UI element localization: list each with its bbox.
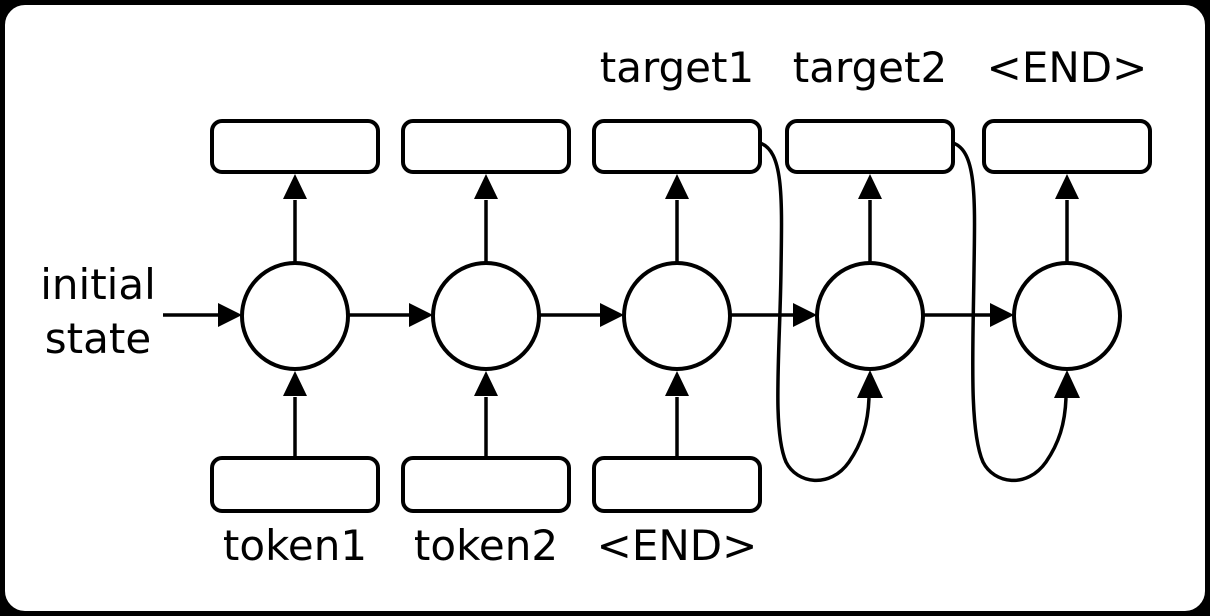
output-arrowhead-4 [858,174,882,199]
output-arrowhead-3 [665,174,689,199]
output-arrowhead-1 [283,174,307,199]
input-box-3 [592,456,762,513]
output-box-2 [401,119,571,174]
output-label-end: <END> [986,43,1148,92]
feedback-curve-1 [759,141,871,483]
input-label-end: <END> [596,521,758,570]
initial-state-line1: initial [40,260,156,309]
initial-state-label: initial state [28,258,168,366]
output-arrowhead-2 [474,174,498,199]
input-arrowhead-3 [665,371,689,396]
rnn-cell-3 [622,261,732,371]
rnn-cell-5 [1012,261,1122,371]
state-arrowhead-4-5 [990,303,1014,327]
input-arrowhead-1 [283,371,307,396]
input-label-token1: token1 [222,521,368,570]
feedback-arrowhead-2 [1054,370,1080,398]
feedback-curve-2 [952,141,1068,483]
input-box-2 [401,456,571,513]
state-arrowhead-2-3 [600,303,624,327]
input-arrowhead-2 [474,371,498,396]
output-box-5 [982,119,1152,174]
rnn-cell-2 [431,261,541,371]
initial-state-line2: state [44,314,152,363]
input-box-1 [210,456,380,513]
rnn-cell-4 [815,261,925,371]
output-box-1 [210,119,380,174]
output-box-3 [592,119,762,174]
feedback-arrowhead-1 [857,370,883,398]
rnn-cell-1 [240,261,350,371]
output-label-target2: target2 [792,43,948,92]
output-box-4 [785,119,955,174]
output-label-target1: target1 [599,43,755,92]
state-arrowhead-1-2 [409,303,433,327]
initial-state-arrowhead [218,303,242,327]
state-arrowhead-3-4 [793,303,817,327]
output-arrowhead-5 [1055,174,1079,199]
input-label-token2: token2 [413,521,559,570]
